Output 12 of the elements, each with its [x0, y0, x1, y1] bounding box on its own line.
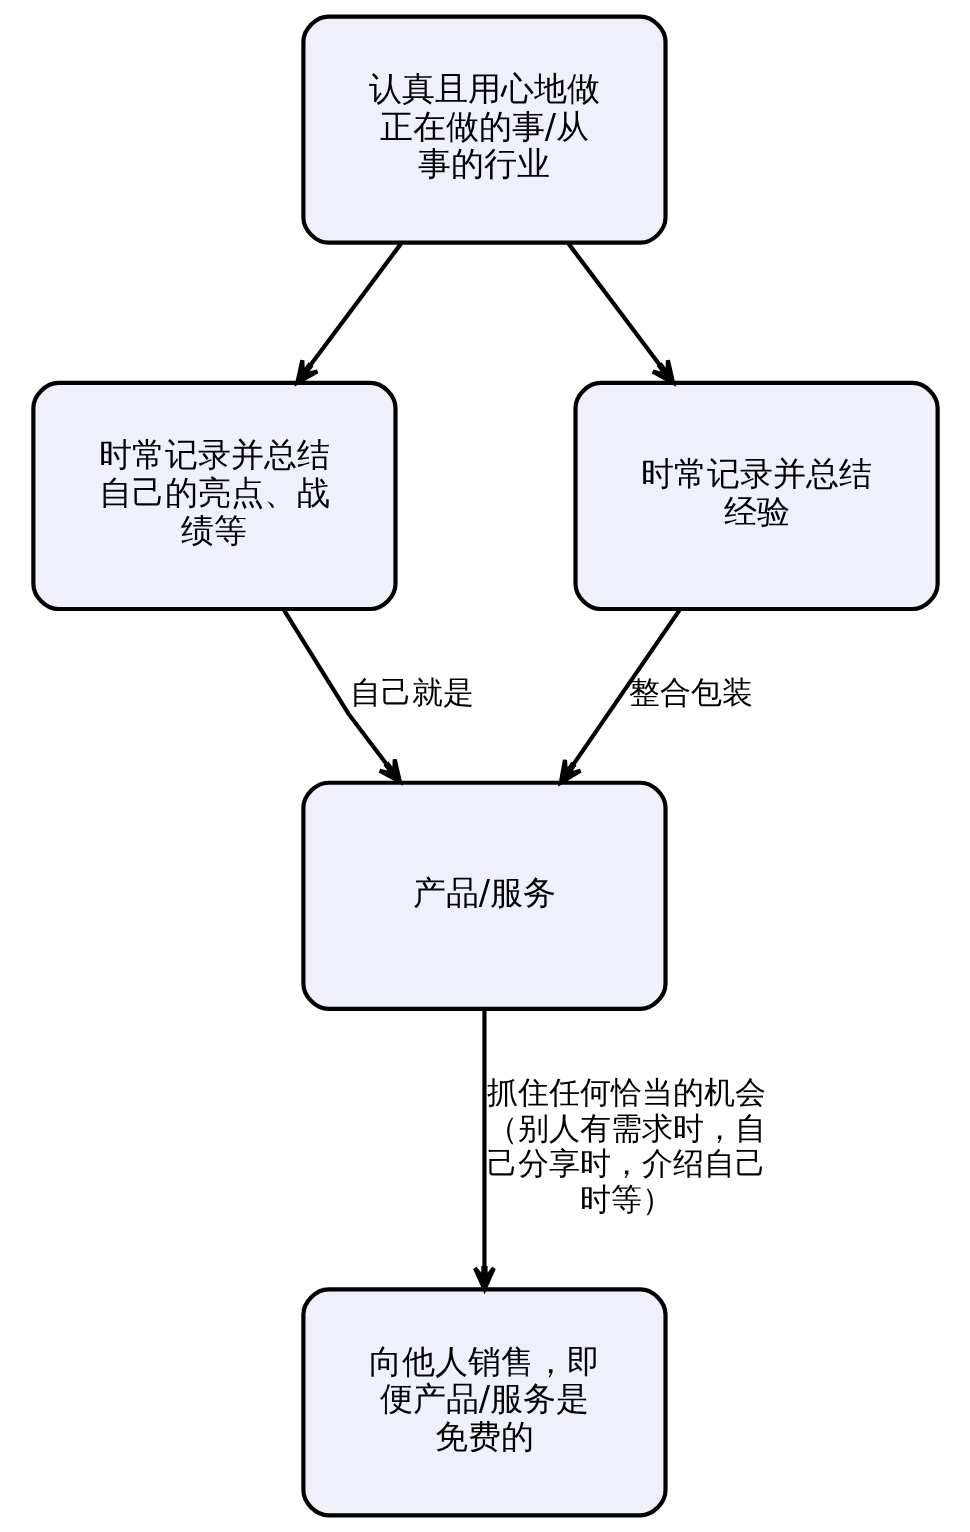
arrow	[566, 242, 675, 385]
arrow	[558, 608, 682, 785]
edge-label: 自己就是	[349, 674, 474, 711]
arrow	[294, 242, 403, 385]
arrow	[472, 1009, 496, 1292]
node-box: 向他人销售，即便产品/服务是免费的	[300, 1287, 668, 1518]
node-box: 时常记录并总结经验	[572, 380, 940, 612]
node-box: 产品/服务	[300, 780, 668, 1011]
edge-label: 抓住任何恰当的机会（别人有需求时，自己分享时，介绍自己时等）	[486, 1074, 766, 1217]
node-box: 时常记录并总结自己的亮点、战绩等	[30, 380, 398, 612]
node-box: 认真且用心地做正在做的事/从事的行业	[300, 14, 668, 245]
edge-label: 整合包装	[628, 674, 753, 711]
